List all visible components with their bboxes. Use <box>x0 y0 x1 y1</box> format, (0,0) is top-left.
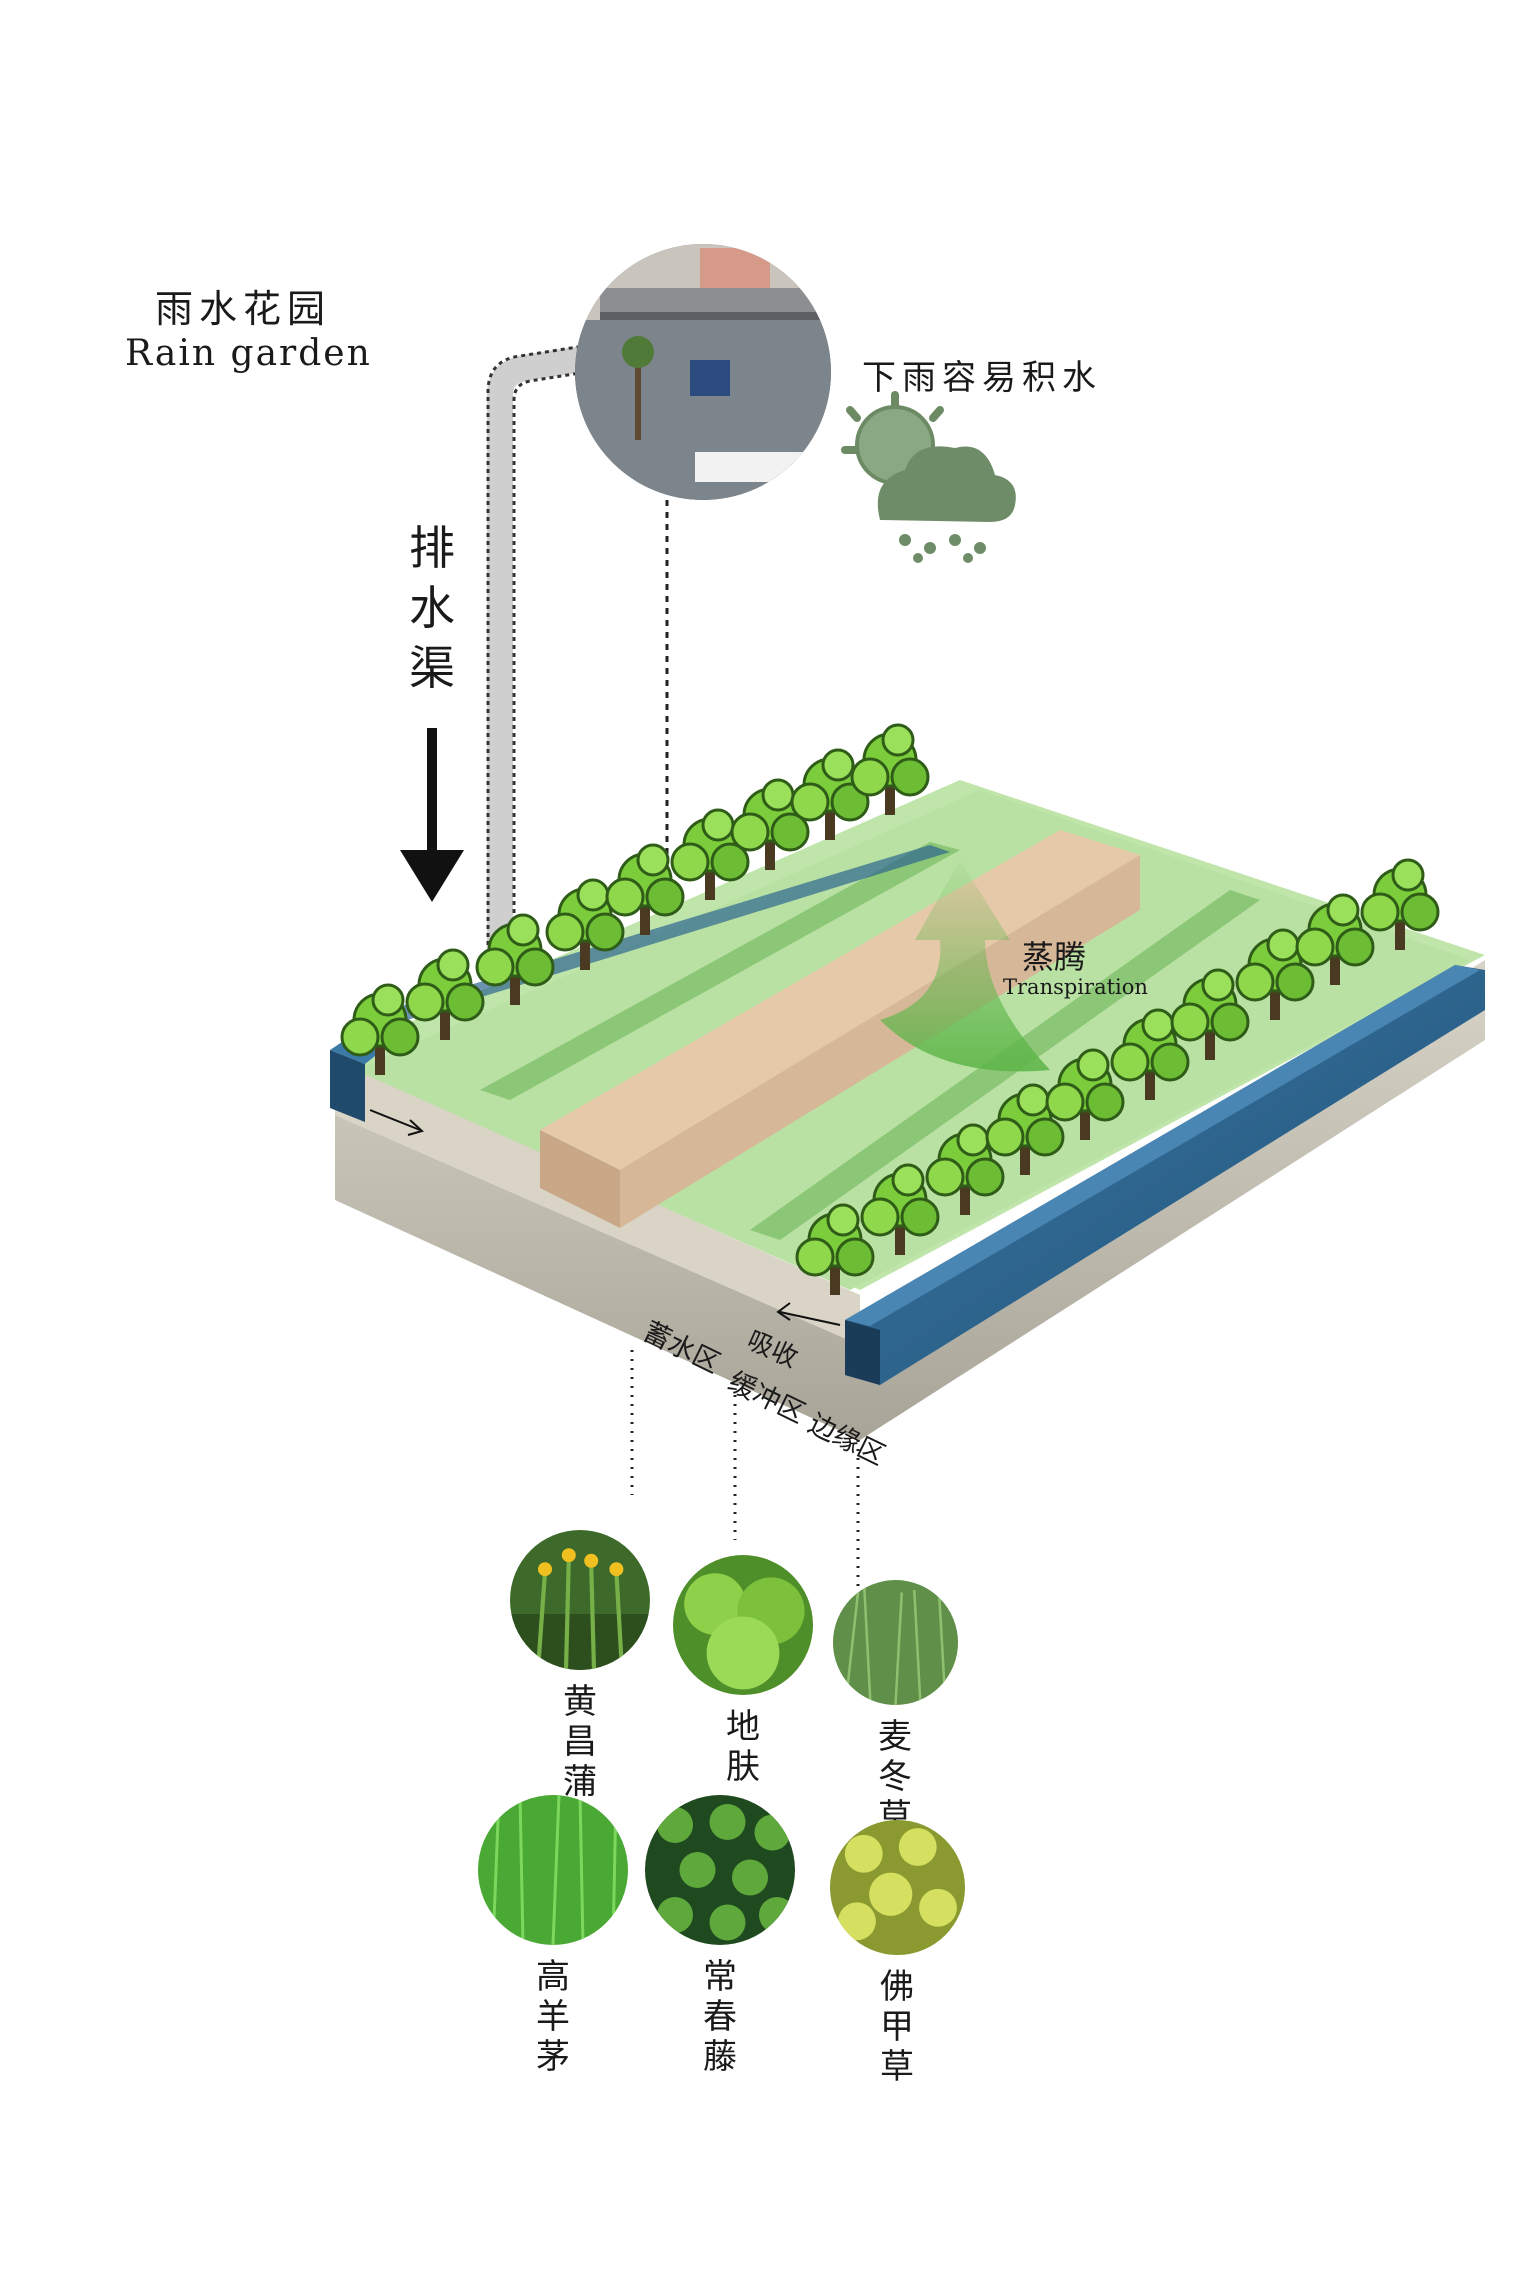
transpiration-label-cn: 蒸腾 <box>1022 938 1087 976</box>
sun-cloud-rain-icon <box>841 391 1016 563</box>
title-en: Rain garden <box>125 333 372 374</box>
plant-name: 佛甲草 <box>880 1967 914 2087</box>
plant-card: 常春藤 <box>645 1795 795 2077</box>
planting-strip <box>480 842 960 1100</box>
plant-card: 佛甲草 <box>822 1820 972 2087</box>
plant-name: 常春藤 <box>703 1957 737 2077</box>
plant-card: 黄昌蒲 <box>505 1530 655 1802</box>
rain-note: 下雨容易积水 <box>862 358 1102 398</box>
drainage-pipe <box>486 318 765 958</box>
title-cn: 雨水花园 <box>155 287 332 331</box>
flow-arrows <box>369 1109 841 1326</box>
fescue-photo <box>478 1795 628 1945</box>
flooding-photo <box>575 244 831 500</box>
plant-card: 高羊茅 <box>478 1795 628 2077</box>
plant-card: 地肤 <box>668 1555 818 1787</box>
ivy-photo <box>645 1795 795 1945</box>
plant-name: 麦冬草 <box>878 1717 912 1837</box>
iris-photo <box>510 1530 650 1670</box>
transpiration-label-en: Transpiration <box>1003 975 1148 999</box>
plant-name: 高羊茅 <box>536 1957 570 2077</box>
plant-card: 麦冬草 <box>820 1580 970 1837</box>
zone-connectors <box>630 1350 860 1590</box>
down-arrow-icon <box>400 728 464 902</box>
transpiration-arrow-icon <box>880 860 1050 1072</box>
right-water-channel <box>845 965 1485 1385</box>
liriope-photo <box>832 1580 958 1705</box>
plant-name: 黄昌蒲 <box>563 1682 597 1802</box>
sedum-photo <box>829 1820 965 1955</box>
kochia-photo <box>673 1555 813 1695</box>
drain-label: 排水渠 <box>409 521 455 695</box>
plant-name: 地肤 <box>726 1707 760 1787</box>
